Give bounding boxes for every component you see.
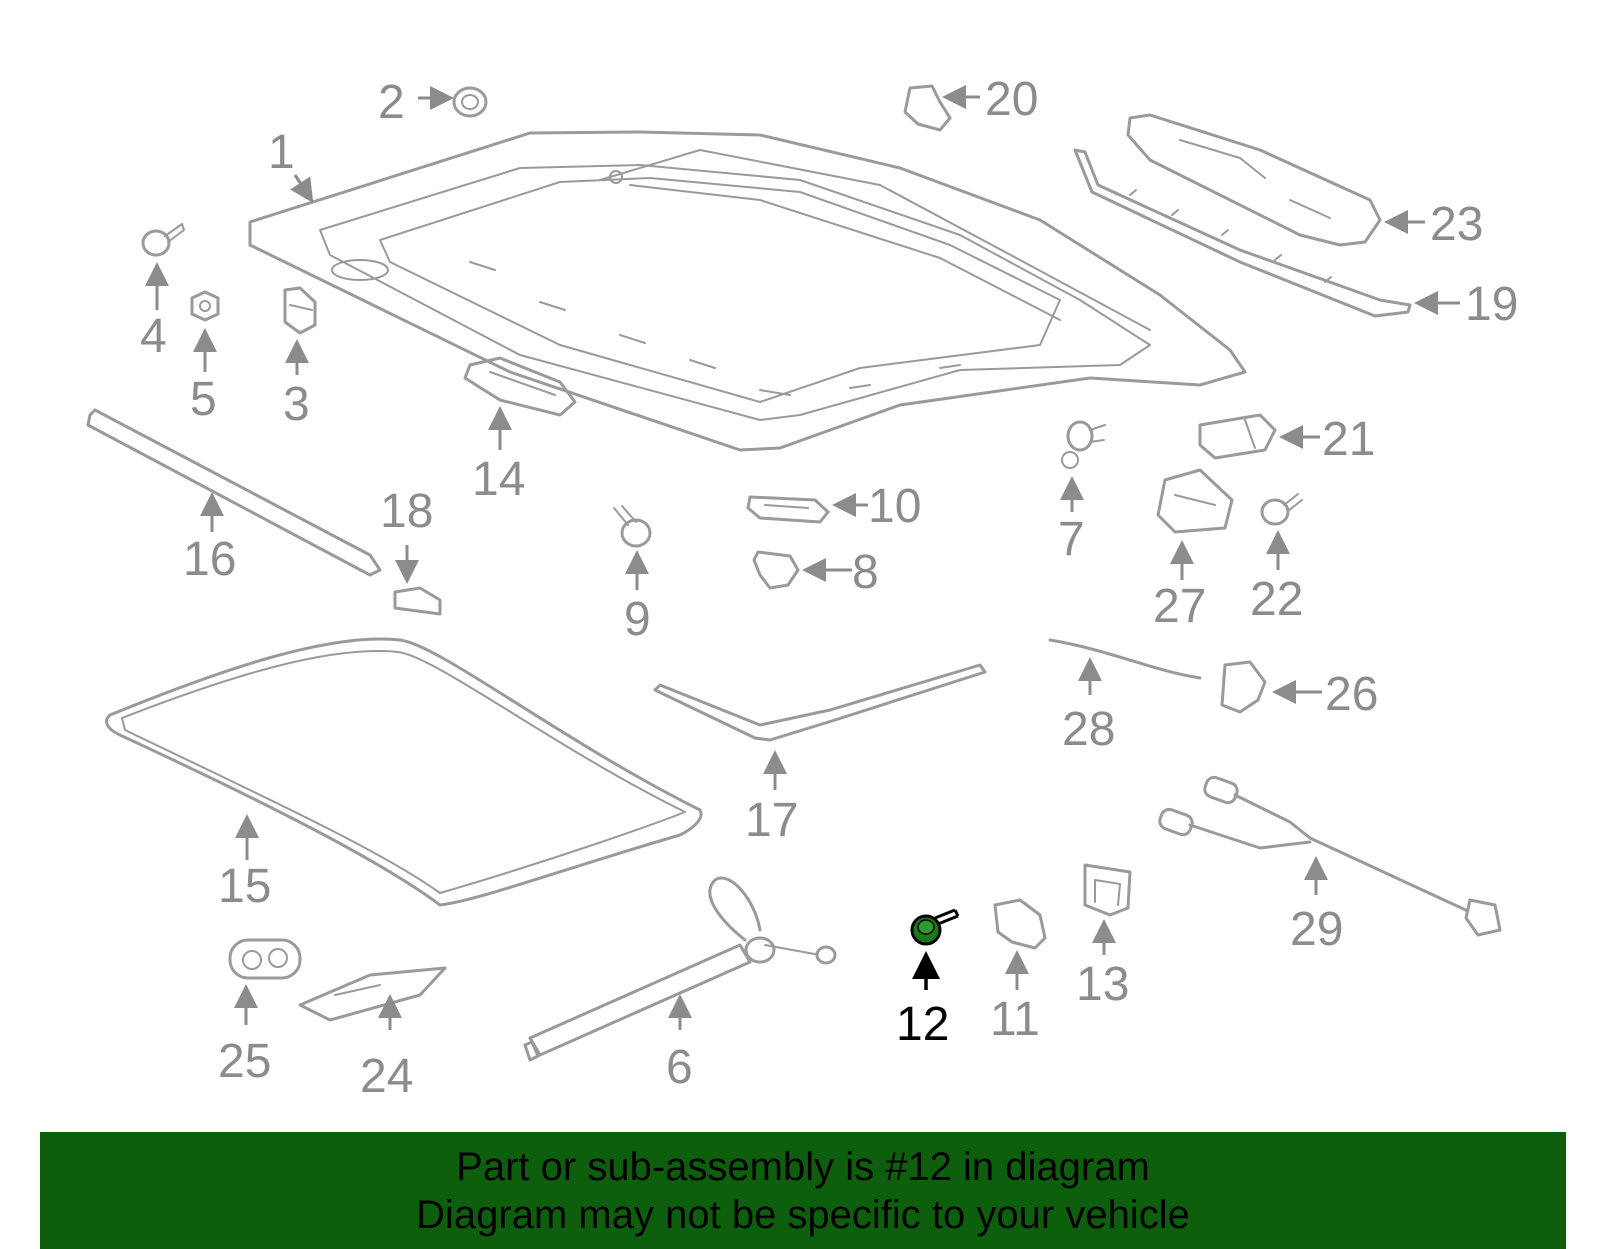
leader-lines [145, 85, 1460, 1030]
part-12-bolt-highlighted[interactable] [910, 908, 960, 946]
exploded-parts-diagram: 1 2 3 4 5 6 7 8 9 10 11 12 13 14 15 16 1… [86, 73, 1518, 1103]
label-24: 24 [360, 1050, 413, 1103]
part-15-glass-seal[interactable] [105, 637, 703, 907]
label-25: 25 [218, 1035, 271, 1088]
label-27: 27 [1153, 580, 1206, 633]
part-4-bolt[interactable] [141, 223, 185, 257]
label-2: 2 [378, 76, 405, 129]
label-19: 19 [1465, 278, 1518, 331]
part-20-bracket[interactable] [903, 84, 952, 132]
label-11: 11 [990, 993, 1040, 1046]
label-7: 7 [1058, 513, 1085, 566]
info-banner: Part or sub-assembly is #12 in diagram D… [40, 1132, 1566, 1249]
part-19-wire-harness[interactable] [1073, 148, 1412, 318]
label-5: 5 [190, 373, 217, 426]
part-14-handle[interactable] [463, 356, 577, 417]
part-3-clip[interactable] [283, 286, 317, 335]
part-7-pushpin[interactable] [1061, 420, 1106, 469]
label-8: 8 [852, 546, 879, 599]
label-6: 6 [666, 1041, 693, 1094]
part-13-bracket[interactable] [1083, 863, 1132, 917]
label-4: 4 [140, 310, 167, 363]
part-27-latch[interactable] [1156, 468, 1234, 534]
part-24-bracket[interactable] [298, 966, 447, 1022]
part-16-molding[interactable] [86, 408, 382, 577]
part-25-grommet[interactable] [228, 938, 302, 980]
part-1-liftgate-panel[interactable] [248, 130, 1247, 452]
part-21-cover[interactable] [1198, 413, 1277, 460]
label-3: 3 [283, 378, 310, 431]
part-23-spoiler-trim[interactable] [1126, 113, 1382, 247]
label-22: 22 [1250, 573, 1303, 626]
label-16: 16 [183, 533, 236, 586]
part-11-bumper[interactable] [993, 898, 1047, 950]
label-13: 13 [1076, 958, 1129, 1011]
part-6-gas-strut[interactable] [523, 876, 837, 1062]
label-9: 9 [624, 593, 651, 646]
part-18-clip[interactable] [393, 586, 442, 616]
part-26-latch[interactable] [1220, 660, 1267, 714]
label-14: 14 [472, 453, 525, 506]
label-17: 17 [745, 794, 798, 847]
label-12-highlighted: 12 [896, 998, 949, 1051]
part-10-bracket[interactable] [746, 495, 830, 524]
label-23: 23 [1430, 198, 1483, 251]
banner-line-disclaimer: Diagram may not be specific to your vehi… [416, 1192, 1190, 1237]
part-5-nut[interactable] [190, 290, 220, 322]
banner-line-part: Part or sub-assembly is #12 in diagram [456, 1144, 1150, 1189]
part-17-molding[interactable] [653, 663, 987, 742]
label-29: 29 [1290, 903, 1343, 956]
part-number-labels: 1 2 3 4 5 6 7 8 9 10 11 12 13 14 15 16 1… [140, 73, 1518, 1103]
part-8-clip[interactable] [752, 550, 800, 590]
label-15: 15 [218, 860, 271, 913]
label-28: 28 [1062, 703, 1115, 756]
label-26: 26 [1325, 668, 1378, 721]
part-9-bolt[interactable] [613, 505, 652, 548]
part-29-wiring-harness[interactable] [1158, 775, 1502, 937]
label-18: 18 [380, 485, 433, 538]
label-1: 1 [268, 126, 295, 179]
part-22-bolt[interactable] [1260, 493, 1303, 526]
label-20: 20 [985, 73, 1038, 126]
label-10: 10 [868, 480, 921, 533]
part-2-grommet[interactable] [452, 86, 488, 118]
part-28-cable[interactable] [1048, 638, 1202, 680]
label-21: 21 [1322, 413, 1375, 466]
